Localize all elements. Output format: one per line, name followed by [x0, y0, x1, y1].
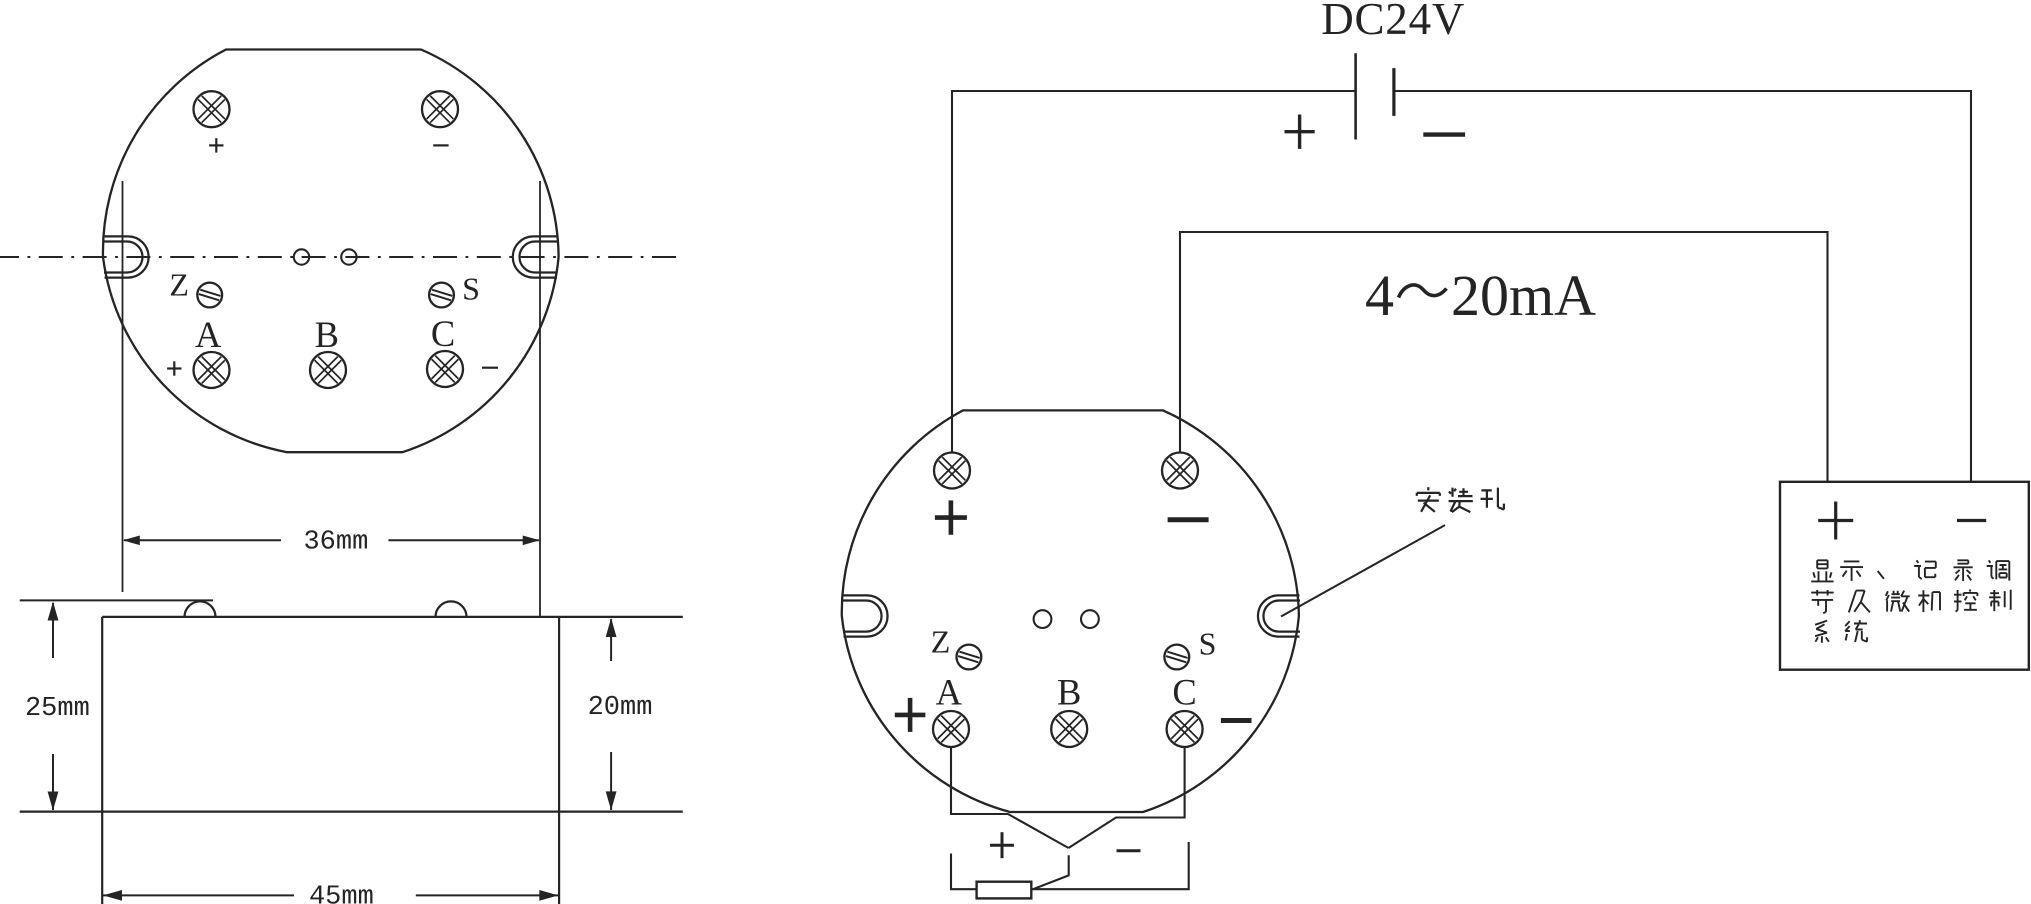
svg-text:S: S [1199, 626, 1217, 662]
svg-text:A: A [195, 314, 222, 355]
svg-text:C: C [1172, 672, 1196, 713]
svg-text:S: S [462, 271, 480, 307]
svg-text:Z: Z [931, 624, 951, 660]
svg-text:A: A [936, 672, 963, 713]
svg-text:25mm: 25mm [25, 694, 90, 724]
svg-text:45mm: 45mm [309, 883, 374, 904]
svg-text:20mA: 20mA [1451, 263, 1596, 328]
svg-text:B: B [315, 314, 339, 355]
svg-text:20mm: 20mm [588, 693, 653, 723]
svg-text:Z: Z [169, 267, 189, 303]
svg-text:36mm: 36mm [303, 528, 368, 558]
svg-text:B: B [1057, 672, 1081, 713]
svg-text:DC24V: DC24V [1321, 0, 1465, 44]
svg-text:4: 4 [1365, 263, 1394, 328]
svg-text:C: C [431, 313, 455, 354]
